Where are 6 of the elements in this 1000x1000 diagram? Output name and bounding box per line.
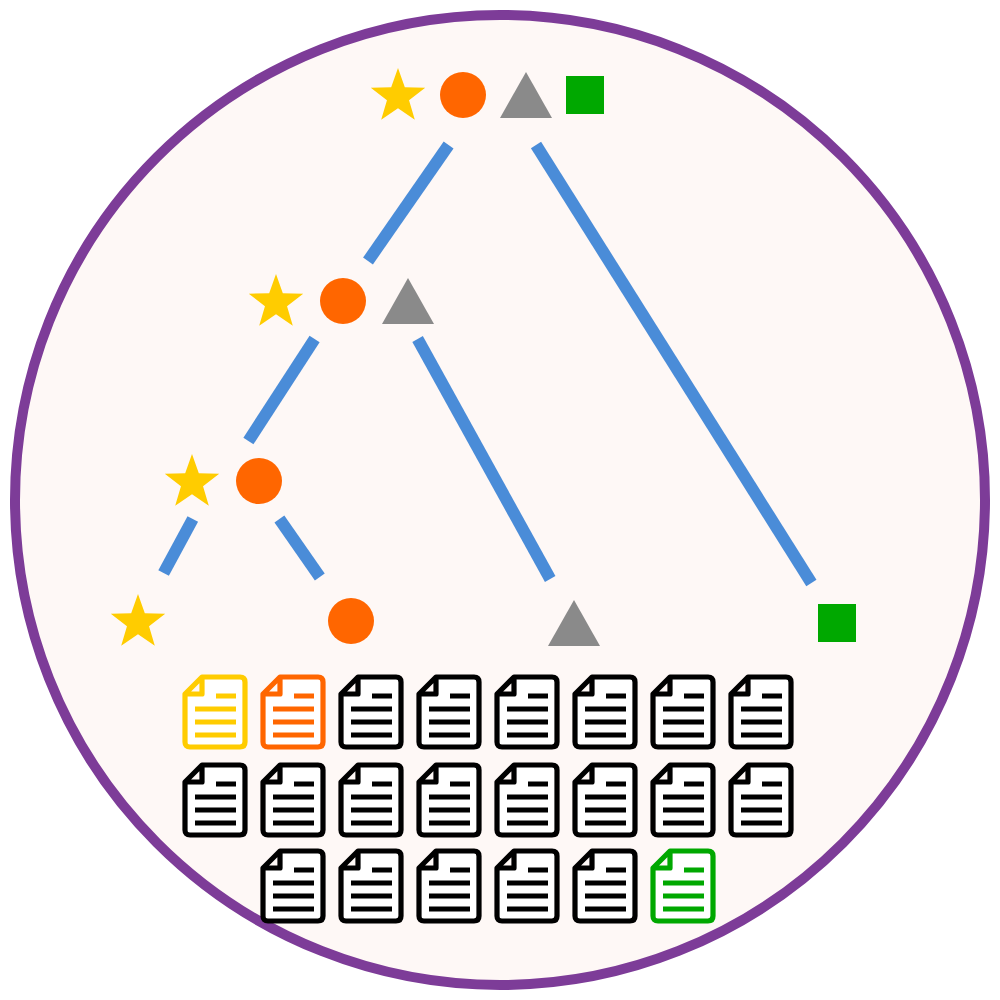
branch-line (274, 515, 325, 581)
branch-line (158, 516, 199, 576)
branch-line (363, 141, 454, 265)
branch-line (412, 336, 556, 582)
branch-line (530, 141, 817, 587)
branch-line (243, 335, 320, 445)
